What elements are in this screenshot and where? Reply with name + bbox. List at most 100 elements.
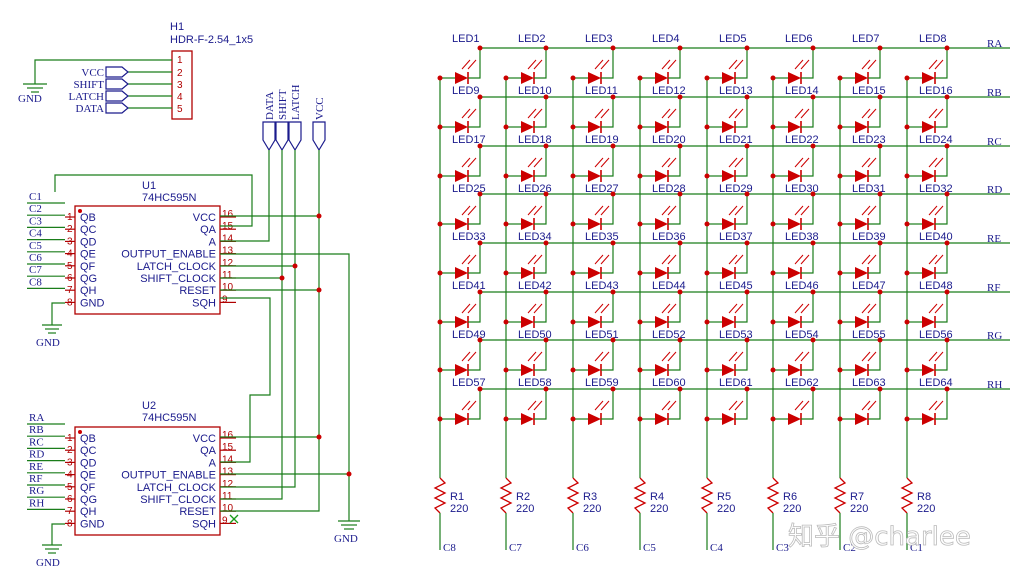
resistor-value: 220 <box>516 503 534 515</box>
led-label: LED29 <box>719 183 753 195</box>
led: LED30 <box>770 143 819 195</box>
u2-left-pin-name: QG <box>80 494 97 506</box>
led: LED41 <box>437 240 486 292</box>
u1-left-pin-num: 4 <box>67 249 73 260</box>
led: LED40 <box>904 191 953 243</box>
header-pin-5: 5 <box>177 104 183 115</box>
led-label: LED16 <box>919 85 953 97</box>
resistor-ref: R7 <box>850 491 864 503</box>
u2-right-pin-num: 10 <box>222 503 234 514</box>
led-label: LED43 <box>585 280 619 292</box>
led-label: LED40 <box>919 231 953 243</box>
led: LED29 <box>704 143 753 195</box>
u2-right-pin-num: 15 <box>222 442 234 453</box>
u1-left-pin-name: GND <box>80 297 105 309</box>
led-label: LED9 <box>452 85 480 97</box>
led-label: LED39 <box>852 231 886 243</box>
u1-left-pin-name: QB <box>80 212 96 224</box>
u1-left-pin-name: QC <box>80 224 97 236</box>
led: LED32 <box>904 143 953 195</box>
led: LED28 <box>637 143 686 195</box>
led: LED57 <box>437 337 486 389</box>
u1-left-pin-num: 7 <box>67 285 73 296</box>
led-label: LED33 <box>452 231 486 243</box>
led-label: LED30 <box>785 183 819 195</box>
u2-part: 74HC595N <box>142 412 196 424</box>
led: LED48 <box>904 240 953 292</box>
led-label: LED50 <box>518 329 552 341</box>
led-label: LED55 <box>852 329 886 341</box>
u1-left-pin-num: 1 <box>67 212 73 223</box>
led: LED17 <box>437 94 486 146</box>
column-net-label: C4 <box>710 542 723 554</box>
led-label: LED51 <box>585 329 619 341</box>
matrix-col-header: LED4 <box>652 33 680 45</box>
led: LED18 <box>503 94 552 146</box>
u1-right-pin-name: OUTPUT_ENABLE <box>121 249 216 261</box>
u2-net-label: RA <box>29 412 44 424</box>
led: LED13 <box>704 45 753 97</box>
led-label: LED42 <box>518 280 552 292</box>
header-h1: H1 HDR-F-2.54_1x5 1 2 3 4 5 GND VCC SHIF… <box>18 21 253 120</box>
led: LED19 <box>570 94 619 146</box>
matrix-col-header: LED1 <box>452 33 480 45</box>
led: LED51 <box>570 289 619 341</box>
led-label: LED63 <box>852 377 886 389</box>
u2-left-pin-name: QD <box>80 457 97 469</box>
resistor-value: 220 <box>783 503 801 515</box>
u2-left-pin-name: QH <box>80 506 97 518</box>
led: LED10 <box>503 45 552 97</box>
header-net-shift: SHIFT <box>73 79 104 91</box>
u1-left-pin-name: QE <box>80 249 96 261</box>
u2-gnd-label: GND <box>36 557 60 569</box>
u1-left-pin-num: 2 <box>67 224 73 235</box>
row-net-label: RC <box>987 136 1002 148</box>
u2-right-pin-num: 9 <box>222 515 228 526</box>
u2-left-pin-num: 8 <box>67 518 73 529</box>
u1-net-label: C4 <box>29 228 42 240</box>
u2-left-pin-num: 1 <box>67 433 73 444</box>
row-net-label: RD <box>987 184 1002 196</box>
led-label: LED26 <box>518 183 552 195</box>
led-label: LED49 <box>452 329 486 341</box>
u1-right-pin-num: 15 <box>222 221 234 232</box>
led: LED22 <box>770 94 819 146</box>
u1-net-label: C5 <box>29 240 42 252</box>
u2-net-label: RF <box>29 473 42 485</box>
row-net-label: RA <box>987 38 1002 50</box>
led: LED49 <box>437 289 486 341</box>
led <box>837 386 883 425</box>
header-gnd-label: GND <box>18 93 42 105</box>
matrix-col-header: LED6 <box>785 33 813 45</box>
u2-right-pin-num: 13 <box>222 467 234 478</box>
u2-right-pin-num: 14 <box>222 454 234 465</box>
u2-right-pin-num: 12 <box>222 479 234 490</box>
led: LED47 <box>837 240 886 292</box>
u2-left-pin-num: 4 <box>67 470 73 481</box>
u2-left-pin-name: QE <box>80 470 96 482</box>
led: LED15 <box>837 45 886 97</box>
u1-net-label: C2 <box>29 203 42 215</box>
u2-left-pin-name: GND <box>80 518 105 530</box>
header-pin-3: 3 <box>177 80 183 91</box>
header-net-vcc: VCC <box>81 67 104 79</box>
u2-net-label: RE <box>29 461 43 473</box>
led: LED58 <box>503 337 552 389</box>
u1-net-label: C1 <box>29 191 42 203</box>
u2-left-pin-name: QF <box>80 482 96 494</box>
bus-flag-latch: LATCH <box>290 85 302 121</box>
led-label: LED19 <box>585 134 619 146</box>
u1-right-pin-name: QA <box>200 224 217 236</box>
u1-right-pin-num: 13 <box>222 246 234 257</box>
led: LED20 <box>637 94 686 146</box>
led: LED33 <box>437 191 486 243</box>
row-net-label: RG <box>987 330 1002 342</box>
column-net-label: C5 <box>643 542 656 554</box>
column-net-label: C3 <box>776 542 789 554</box>
header-pin-1: 1 <box>177 55 183 66</box>
matrix-col-header: LED2 <box>518 33 546 45</box>
resistor-value: 220 <box>917 503 935 515</box>
